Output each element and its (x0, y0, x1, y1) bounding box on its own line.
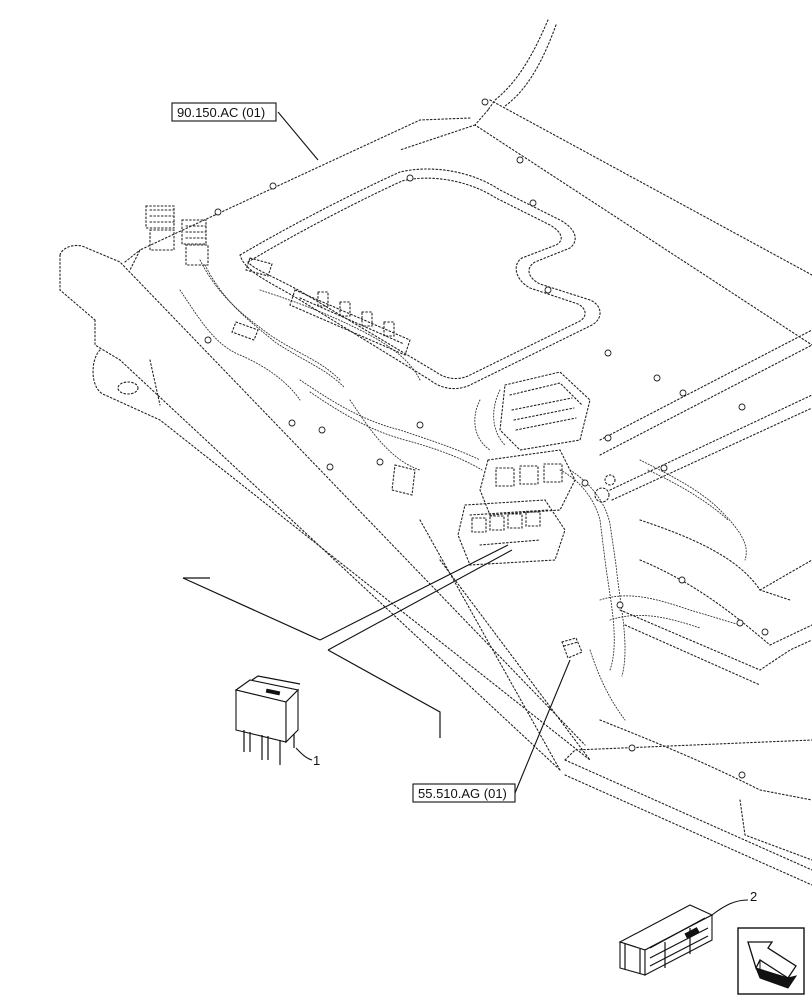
chassis-beam-outline (59, 244, 591, 771)
connector-cluster-left (145, 205, 209, 266)
relay-icon (234, 675, 313, 765)
ref-box-top[interactable]: 90.150.AC (01) (171, 102, 277, 122)
ref-label-bottom: 55.510.AG (01) (418, 786, 507, 801)
connector-cluster-middle (231, 257, 416, 496)
callout-item-1: 1 (313, 753, 320, 768)
wooden-crate-icon (618, 899, 749, 976)
wire-harness (179, 259, 747, 721)
callout-item-2: 2 (750, 889, 757, 904)
ref-label-top: 90.150.AC (01) (177, 105, 265, 120)
cab-floor-outline (129, 19, 812, 886)
relay-socket (561, 637, 583, 659)
ref-box-bottom[interactable]: 55.510.AG (01) (412, 783, 516, 803)
leader-lines (182, 111, 571, 794)
fuse-relay-box (457, 371, 616, 566)
bolt-holes (204, 98, 769, 779)
arrow-navigation-icon[interactable] (737, 927, 805, 995)
